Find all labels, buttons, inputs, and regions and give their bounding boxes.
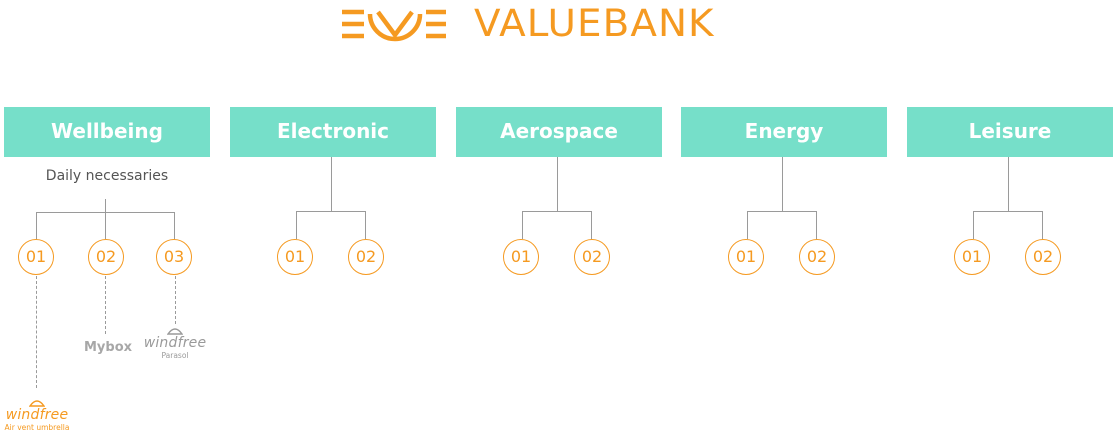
aerospace-drop-01 xyxy=(522,211,523,239)
electronic-drop-02 xyxy=(365,211,366,239)
wellbeing-subtitle: Daily necessaries xyxy=(45,168,169,184)
leader-02-dashed xyxy=(105,276,106,334)
valuebank-logo-text: VALUEBANK xyxy=(474,2,715,45)
parasol-caption: Parasol xyxy=(161,351,189,360)
aerospace-drop-02 xyxy=(591,211,592,239)
windfree-wordmark: windfree xyxy=(5,407,69,423)
energy-drop-01 xyxy=(747,211,748,239)
air-vent-umbrella-caption: Air vent umbrella xyxy=(4,423,70,432)
category-energy[interactable]: Energy xyxy=(681,107,887,157)
category-aerospace[interactable]: Aerospace xyxy=(456,107,662,157)
windfree-parasol-brand[interactable]: windfree Parasol xyxy=(138,326,212,360)
electronic-branch xyxy=(296,211,366,212)
leader-01-dashed xyxy=(36,276,37,388)
aerospace-node-01[interactable]: 01 xyxy=(503,239,539,275)
windfree-air-vent-umbrella-brand[interactable]: windfree Air vent umbrella xyxy=(0,398,74,432)
category-leisure[interactable]: Leisure xyxy=(907,107,1113,157)
windfree-wordmark: windfree xyxy=(143,335,207,351)
wellbeing-stem xyxy=(105,199,106,213)
wellbeing-node-02[interactable]: 02 xyxy=(88,239,124,275)
aerospace-stem xyxy=(557,157,558,212)
category-electronic[interactable]: Electronic xyxy=(230,107,436,157)
leisure-stem xyxy=(1008,157,1009,212)
energy-node-01[interactable]: 01 xyxy=(728,239,764,275)
leisure-drop-01 xyxy=(973,211,974,239)
mybox-brand[interactable]: Mybox xyxy=(84,340,133,355)
energy-branch xyxy=(747,211,817,212)
wellbeing-drop-01 xyxy=(36,212,37,239)
umbrella-icon xyxy=(29,400,45,407)
umbrella-icon xyxy=(167,328,183,335)
valuebank-logo[interactable]: VALUEBANK xyxy=(340,4,780,44)
leisure-branch xyxy=(973,211,1043,212)
wellbeing-node-03[interactable]: 03 xyxy=(156,239,192,275)
electronic-node-02[interactable]: 02 xyxy=(348,239,384,275)
aerospace-node-02[interactable]: 02 xyxy=(574,239,610,275)
energy-drop-02 xyxy=(816,211,817,239)
leisure-node-02[interactable]: 02 xyxy=(1025,239,1061,275)
electronic-stem xyxy=(331,157,332,212)
energy-node-02[interactable]: 02 xyxy=(799,239,835,275)
wellbeing-drop-02 xyxy=(105,212,106,239)
wellbeing-node-01[interactable]: 01 xyxy=(18,239,54,275)
energy-stem xyxy=(782,157,783,212)
electronic-drop-01 xyxy=(296,211,297,239)
leader-03-dashed xyxy=(175,276,176,324)
aerospace-branch xyxy=(522,211,592,212)
valuebank-logo-mark-icon xyxy=(342,9,446,42)
wellbeing-drop-03 xyxy=(174,212,175,239)
leisure-node-01[interactable]: 01 xyxy=(954,239,990,275)
category-wellbeing[interactable]: Wellbeing xyxy=(4,107,210,157)
electronic-node-01[interactable]: 01 xyxy=(277,239,313,275)
leisure-drop-02 xyxy=(1042,211,1043,239)
